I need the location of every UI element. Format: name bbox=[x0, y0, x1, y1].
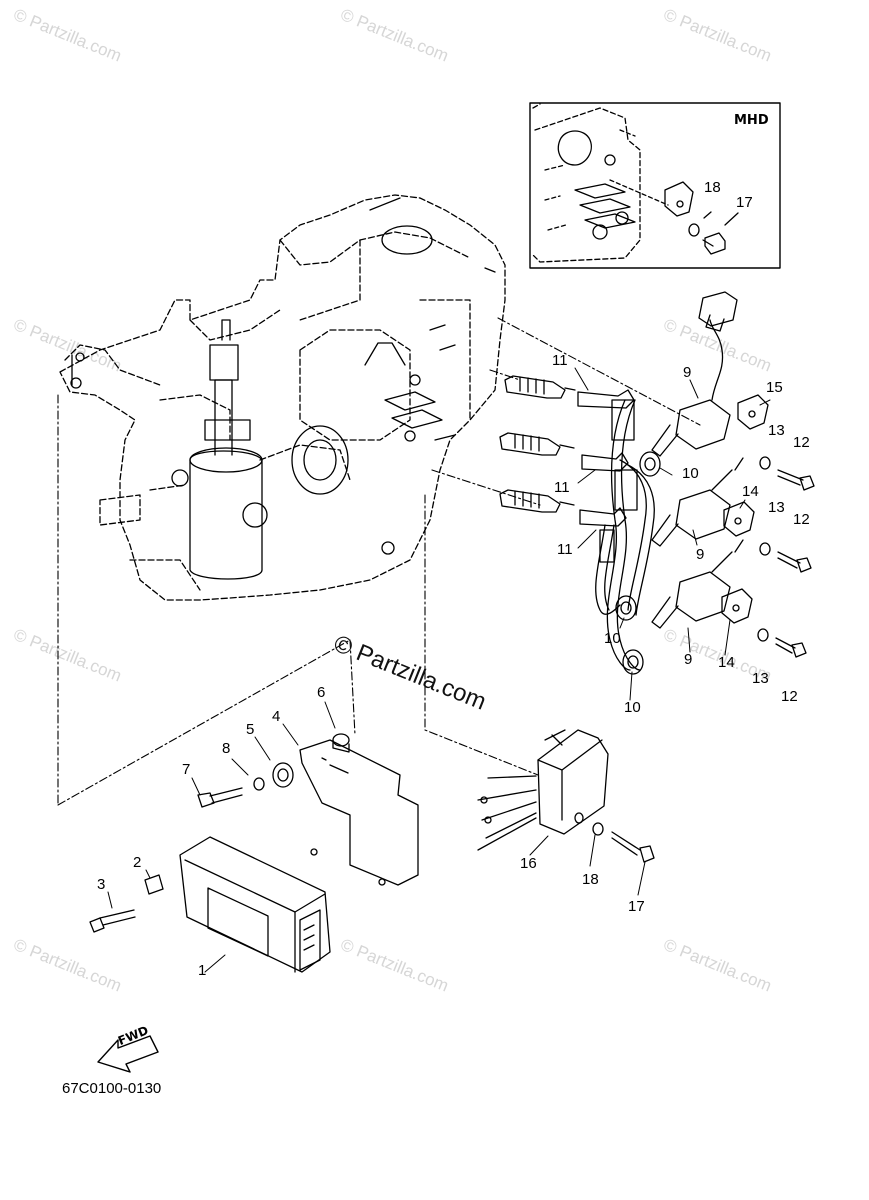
callout-9: 9 bbox=[683, 364, 692, 381]
cdi-unit bbox=[89, 836, 331, 973]
callout-8: 8 bbox=[222, 740, 231, 757]
callout-10: 10 bbox=[682, 465, 699, 482]
callout-14: 14 bbox=[718, 654, 735, 671]
rectifier-regulator bbox=[477, 729, 655, 863]
callout-18: 18 bbox=[582, 871, 599, 888]
callout-2: 2 bbox=[133, 854, 142, 871]
callout-11: 11 bbox=[554, 479, 570, 496]
callout-5: 5 bbox=[246, 721, 255, 738]
callout-18: 18 bbox=[704, 179, 721, 196]
callout-leaders bbox=[107, 367, 771, 973]
callout-6: 6 bbox=[317, 684, 326, 701]
callout-12: 12 bbox=[793, 511, 810, 528]
fwd-arrow bbox=[97, 1035, 159, 1073]
grommets bbox=[615, 451, 661, 675]
callout-10: 10 bbox=[604, 630, 621, 647]
inset-label: MHD bbox=[734, 113, 769, 128]
diagram-code: 67C0100-0130 bbox=[62, 1080, 162, 1097]
callout-7: 7 bbox=[182, 761, 191, 778]
callout-11: 11 bbox=[552, 352, 568, 369]
washers-and-bolts bbox=[757, 456, 815, 658]
callout-14: 14 bbox=[742, 483, 759, 500]
callout-3: 3 bbox=[97, 876, 106, 893]
leader-lines bbox=[57, 317, 701, 806]
callout-13: 13 bbox=[752, 670, 769, 687]
callout-17: 17 bbox=[736, 194, 753, 211]
callout-13: 13 bbox=[768, 422, 785, 439]
callout-16: 16 bbox=[520, 855, 537, 872]
callout-4: 4 bbox=[272, 708, 281, 725]
cdi-bracket bbox=[197, 733, 419, 886]
plug-caps-and-leads bbox=[577, 389, 655, 671]
callout-12: 12 bbox=[793, 434, 810, 451]
callout-17: 17 bbox=[628, 898, 645, 915]
callout-12: 12 bbox=[781, 688, 798, 705]
ignition-coils bbox=[651, 291, 744, 629]
callout-1: 1 bbox=[198, 962, 207, 979]
callout-11: 11 bbox=[557, 541, 573, 558]
callout-9: 9 bbox=[684, 651, 693, 668]
callout-13: 13 bbox=[768, 499, 785, 516]
engine-block-details bbox=[70, 197, 496, 580]
engine-block bbox=[59, 194, 506, 601]
callout-10: 10 bbox=[624, 699, 641, 716]
callout-9: 9 bbox=[696, 546, 705, 563]
callout-15: 15 bbox=[766, 379, 783, 396]
mhd-inset bbox=[529, 102, 781, 269]
spark-plugs bbox=[499, 375, 576, 513]
